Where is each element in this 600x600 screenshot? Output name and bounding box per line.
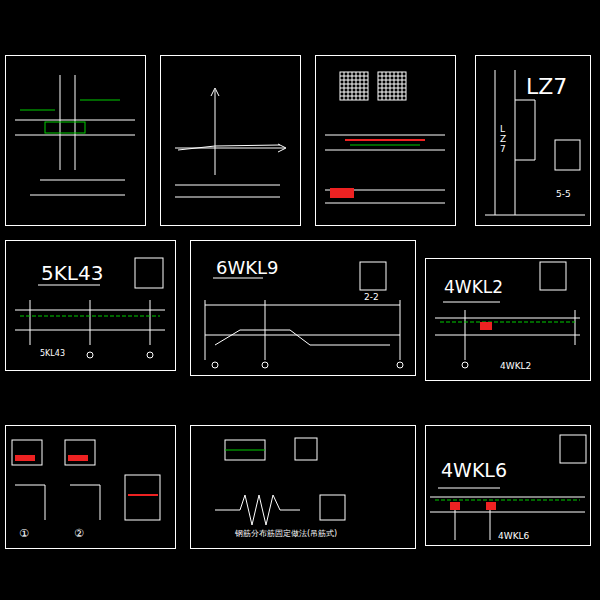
drawing-label: 5-5 [556, 190, 571, 199]
drawing-panel: 4WKL6 [425, 425, 591, 546]
panel-title: 5KL43 [41, 263, 103, 283]
drawing-label: 4WKL6 [498, 532, 529, 541]
drawing-label: ② [74, 528, 84, 539]
drawing-label: 2-2 [364, 293, 379, 302]
panel-title: LZ7 [526, 76, 567, 98]
drawing-panel: 6WKL9 [190, 240, 416, 376]
drawing-label: LZ7 [500, 125, 509, 155]
drawing-label: 5KL43 [40, 350, 65, 358]
drawing-label: 4WKL2 [500, 362, 531, 371]
drawing-panel: LZ7 [475, 55, 591, 226]
panel-title: 4WKL6 [441, 461, 507, 480]
panel-title: 4WKL2 [444, 279, 503, 296]
drawing-label: ① [19, 528, 29, 539]
drawing-label: 钢筋分布筋固定做法(吊筋式) [235, 530, 337, 538]
drawing-panel: 5KL43 [5, 240, 176, 371]
panel-title: 6WKL9 [216, 259, 279, 277]
